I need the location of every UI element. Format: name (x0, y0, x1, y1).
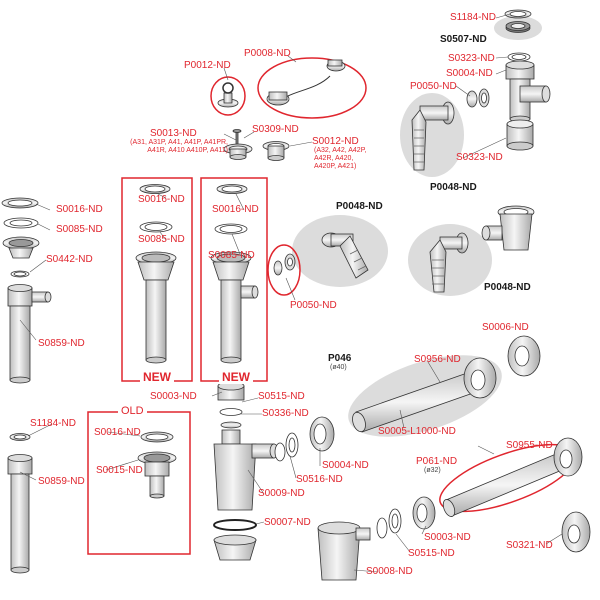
part-s0955 (553, 437, 583, 477)
label-s0009: S0009-ND (258, 488, 305, 499)
label-p0050-top: P0050-ND (410, 81, 457, 92)
label-s0003-bottom: S0003-ND (424, 532, 471, 543)
label-s0859-left: S0859-ND (38, 338, 85, 349)
label-s0336: S0336-ND (262, 408, 309, 419)
part-new-b-assembly (210, 184, 259, 364)
label-s1184-left: S1184-ND (30, 418, 76, 429)
part-left-bottom (7, 433, 33, 574)
part-s0006 (507, 335, 541, 377)
label-p0048-right: P0048-ND (484, 282, 531, 293)
label-s0507: S0507-ND (440, 34, 487, 45)
label-s0309: S0309-ND (252, 124, 299, 135)
label-s0956: S0956-ND (414, 354, 461, 365)
label-s0007: S0007-ND (264, 517, 311, 528)
part-s0323-top-ring (507, 52, 531, 62)
label-s0085-mid1: S0085-ND (138, 234, 185, 245)
part-s0323-bottom (506, 119, 534, 151)
label-s0016-old: S0016-ND (94, 427, 141, 438)
box-title-new-b: NEW (219, 370, 253, 384)
label-p0012: P0012-ND (184, 60, 231, 71)
label-p0048-top: P0048-ND (430, 182, 477, 193)
label-s0006: S0006-ND (482, 322, 529, 333)
part-old-assembly (137, 431, 177, 499)
part-center-trap (213, 381, 279, 561)
label-s0013: S0013-ND (150, 128, 197, 139)
sublabel-s0012-models: (A32, A42, A42P, A42R, A420, A420P, A421… (314, 147, 367, 170)
part-p061-pipe (442, 453, 563, 517)
label-s0085-left: S0085-ND (56, 224, 103, 235)
label-s0321: S0321-ND (506, 540, 553, 551)
part-s0956 (463, 357, 497, 399)
part-left-strainer (1, 197, 52, 384)
highlight-p0048-mid (292, 215, 388, 287)
sublabel-s0013-models: (A31, A31P, A41, A41P, A41PR, A41R, A410… (130, 139, 228, 154)
label-p046: P046 (328, 353, 352, 364)
part-p0048-right (429, 232, 469, 293)
label-s1184-top: S1184-ND (450, 12, 496, 23)
label-s0008: S0008-ND (366, 566, 413, 577)
label-s0016-mid1: S0016-ND (138, 194, 185, 205)
highlight-p0050-mid (267, 244, 301, 296)
label-s0003-mid: S0003-ND (150, 391, 197, 402)
label-s0859-left2: S0859-ND (38, 476, 85, 487)
part-new-a-assembly (135, 184, 177, 364)
highlight-p0008 (257, 57, 367, 119)
label-s0012: S0012-ND (312, 136, 359, 147)
part-s0004-mid-nut (274, 416, 335, 462)
part-s0012 (262, 141, 290, 161)
part-p0012 (217, 82, 239, 108)
label-s0005: S0005-L1000-ND (378, 426, 456, 437)
sublabel-p061-diameter: (ø32) (424, 467, 441, 474)
box-title-new-a: NEW (140, 370, 174, 384)
part-tee-top (505, 60, 551, 123)
label-s0515-mid: S0515-ND (258, 391, 305, 402)
highlight-p0048-right (408, 224, 492, 296)
label-s0015-old: S0015-ND (96, 465, 143, 476)
label-p0008: P0008-ND (244, 48, 291, 59)
label-s0955: S0955-ND (506, 440, 553, 451)
highlight-p0012 (210, 76, 246, 116)
part-bottom-trap (317, 496, 436, 581)
part-s0507 (505, 21, 531, 33)
leader-lines (19, 13, 563, 573)
label-s0515-bottom: S0515-ND (408, 548, 455, 559)
part-p0048-mid (321, 232, 369, 279)
part-p0008 (266, 59, 346, 106)
label-s0085-mid2: S0085-ND (208, 250, 255, 261)
part-p0048-top (411, 101, 455, 171)
label-s0442: S0442-ND (46, 254, 93, 265)
part-p0050-mid (273, 253, 296, 276)
highlight-p0048-top (400, 93, 464, 177)
label-s0516: S0516-ND (296, 474, 343, 485)
part-p0050-top (466, 88, 490, 108)
label-p0048-mid: P0048-ND (336, 201, 383, 212)
part-s0321 (561, 511, 591, 553)
label-s0016-mid2: S0016-ND (212, 204, 259, 215)
label-s0016-left: S0016-ND (56, 204, 103, 215)
part-s0005-pipe (352, 371, 477, 433)
label-p0050-mid: P0050-ND (290, 300, 337, 311)
part-s0013 (223, 129, 253, 160)
label-s0323-bottom: S0323-ND (456, 152, 503, 163)
label-s0004-mid: S0004-ND (322, 460, 369, 471)
part-s1184-top (504, 9, 532, 19)
sublabel-p046-diameter: (ø40) (330, 364, 347, 371)
part-bottle-top-right (481, 205, 535, 251)
label-s0323-top: S0323-ND (448, 53, 495, 64)
box-title-old: OLD (118, 405, 147, 417)
label-s0004-top: S0004-ND (446, 68, 493, 79)
label-p061: P061-ND (416, 456, 458, 467)
